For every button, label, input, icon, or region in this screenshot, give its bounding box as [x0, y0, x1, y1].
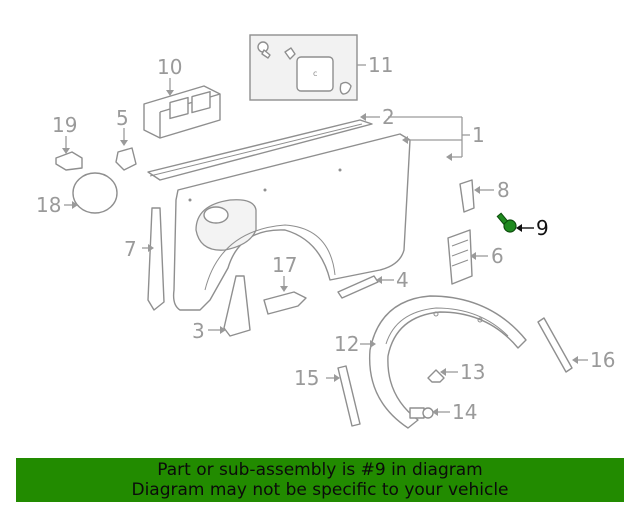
banner-line-2: Diagram may not be specific to your vehi… — [131, 480, 509, 500]
info-banner: Part or sub-assembly is #9 in diagram Di… — [16, 458, 624, 502]
label-3: 3 — [192, 319, 205, 343]
part-3 — [208, 275, 251, 337]
label-6: 6 — [491, 244, 504, 268]
svg-text:c: c — [313, 69, 317, 78]
label-19: 19 — [52, 113, 77, 137]
label-16: 16 — [590, 348, 615, 372]
part-15 — [326, 365, 361, 427]
part-12-liner — [360, 295, 527, 429]
label-10: 10 — [157, 55, 182, 79]
part-10 — [143, 78, 221, 139]
part-4 — [337, 275, 394, 299]
label-8: 8 — [497, 178, 510, 202]
part-16 — [537, 317, 588, 373]
label-17: 17 — [272, 253, 297, 277]
label-1: 1 — [472, 123, 485, 147]
part-19 — [55, 136, 83, 171]
part-17 — [263, 276, 307, 315]
parts-diagram: c 11 10 2 1 — [36, 34, 615, 429]
part-2-rail — [147, 113, 380, 181]
part-5 — [115, 128, 137, 171]
label-13: 13 — [460, 360, 485, 384]
label-15: 15 — [294, 366, 319, 390]
label-12: 12 — [334, 332, 359, 356]
part-1-bed-side — [172, 116, 470, 311]
banner-line-1: Part or sub-assembly is #9 in diagram — [157, 460, 483, 480]
label-11: 11 — [368, 53, 393, 77]
label-7: 7 — [124, 237, 137, 261]
part-7 — [142, 207, 165, 311]
label-18: 18 — [36, 193, 61, 217]
part-6 — [447, 229, 488, 285]
label-14: 14 — [452, 400, 477, 424]
label-4: 4 — [396, 268, 409, 292]
label-9: 9 — [536, 216, 549, 240]
part-9-bolt — [496, 212, 534, 233]
part-18-fuel-door — [64, 172, 118, 214]
part-11-kit-box: c — [249, 34, 366, 101]
part-14 — [409, 407, 450, 419]
label-5: 5 — [116, 106, 129, 130]
part-8 — [459, 179, 494, 213]
part-13 — [427, 368, 458, 383]
